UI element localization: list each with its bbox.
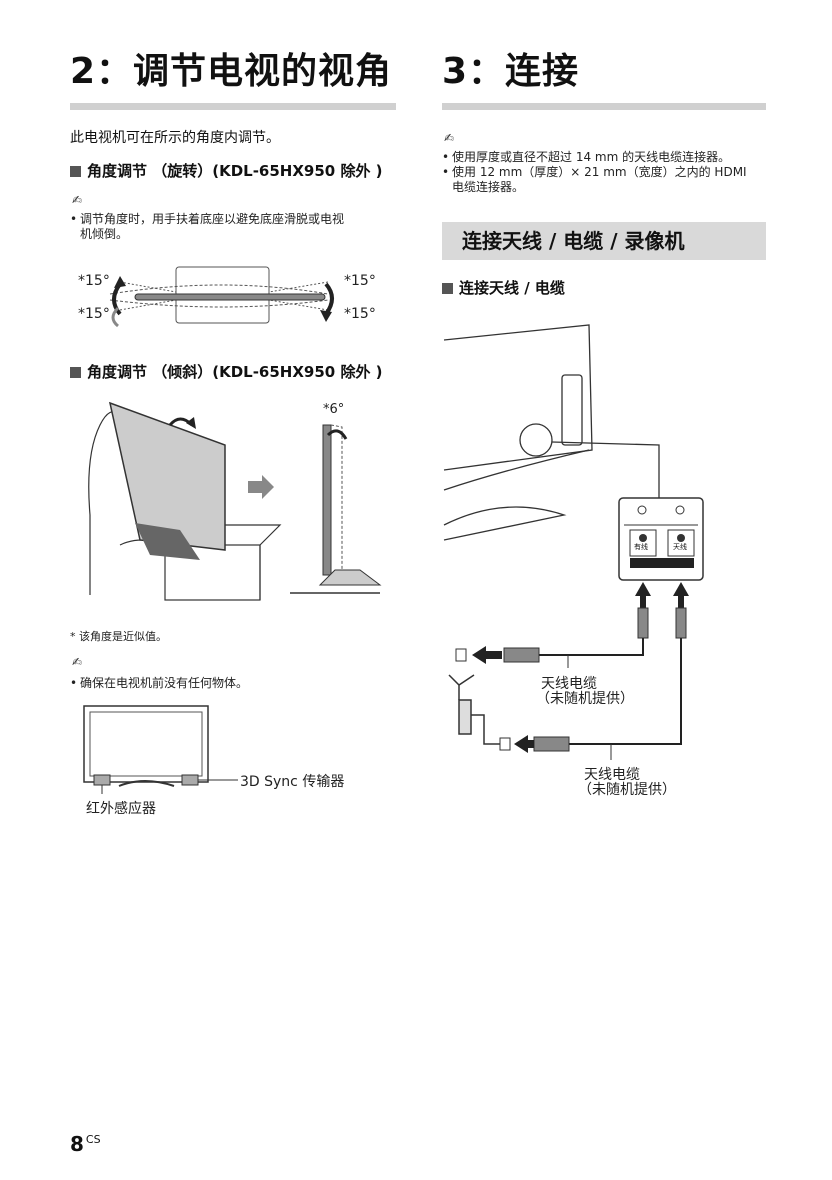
cable-label-2-line2: （未随机提供） (578, 782, 676, 798)
label-3d-sync: 3D Sync 传输器 (240, 774, 345, 790)
angle-15-bl: *15° (78, 306, 110, 322)
cable-outlet-icon (455, 648, 467, 662)
left-arrow-1-icon (472, 646, 502, 664)
section-rotate-heading: 角度调节 （旋转）(KDL-65HX950 除外 ) (70, 160, 383, 181)
band-connect-heading: 连接天线 / 电缆 / 录像机 (442, 222, 766, 260)
square-bullet-icon (70, 166, 81, 177)
note-pen-icon: ✍ (72, 193, 83, 207)
tilt-diagram (88, 401, 382, 601)
up-arrow-antenna-icon (673, 582, 689, 620)
tv-panel-tilt (108, 401, 226, 551)
port-antenna-label: 天线 (673, 543, 687, 551)
cable-label-2-line1: 天线电缆 (584, 767, 640, 783)
up-arrow-cable-icon (635, 582, 651, 620)
note-rotate-line1: 调节角度时，用手扶着底座以避免底座滑脱或电视 (80, 212, 345, 226)
label-ir-sensor: 红外感应器 (86, 801, 156, 817)
page-number-value: 8 (70, 1132, 84, 1156)
tv-front-diagram (83, 705, 238, 794)
footnote: * 该角度是近似值。 (70, 630, 167, 643)
tilt-side-arrow-icon (326, 429, 348, 440)
note-clear: •确保在电视机前没有任何物体。 (70, 676, 249, 690)
angle-15-br: *15° (344, 306, 376, 322)
cable-label-1-line1: 天线电缆 (541, 676, 597, 692)
square-bullet-icon (70, 367, 81, 378)
section-tilt-heading: 角度调节 （倾斜）(KDL-65HX950 除外 ) (70, 361, 383, 382)
note-line2a: 使用 12 mm（厚度）× 21 mm（宽度）之内的 HDMI (452, 165, 747, 179)
left-intro: 此电视机可在所示的角度内调节。 (70, 130, 280, 146)
ir-sensor-icon (93, 774, 111, 786)
section-rotate-label: 角度调节 （旋转）(KDL-65HX950 除外 ) (87, 162, 383, 180)
angle-15-tr: *15° (344, 273, 376, 289)
cable-label-1-line2: （未随机提供） (536, 691, 634, 707)
tv-side-view (322, 424, 332, 576)
note-rotate: •调节角度时，用手扶着底座以避免底座滑脱或电视 机倾倒。 (70, 212, 410, 242)
note-pen-icon-2: ✍ (72, 655, 83, 669)
person-outline (88, 411, 121, 595)
terminal-callout-circle (519, 423, 553, 457)
tv-front-frame (83, 705, 209, 783)
note-pen-icon-3: ✍ (444, 131, 455, 145)
rotation-diagram (109, 266, 334, 328)
rotate-arrow-right-icon (324, 282, 334, 316)
section-antenna-heading: 连接天线 / 电缆 (442, 277, 565, 298)
angle-6: *6° (323, 402, 345, 417)
cable-line-2 (564, 638, 682, 745)
angle-15-tl: *15° (78, 273, 110, 289)
note-line1: 使用厚度或直径不超过 14 mm 的天线电缆连接器。 (452, 150, 731, 164)
next-step-arrow-icon (248, 475, 274, 499)
right-title-rule (442, 103, 766, 110)
tv-back-outline (443, 324, 593, 471)
note-rotate-line2: 机倾倒。 (80, 227, 129, 241)
3d-sync-icon (181, 774, 199, 786)
port-cable-label: 有线 (634, 543, 648, 551)
antenna-icon (448, 674, 500, 745)
cable-line-1 (539, 638, 644, 656)
left-arrow-2-icon (514, 735, 534, 753)
tv-stand-top-view (134, 293, 326, 301)
section-antenna-label: 连接天线 / 电缆 (459, 279, 565, 297)
section-tilt-label: 角度调节 （倾斜）(KDL-65HX950 除外 ) (87, 363, 383, 381)
wall-outlet-icon (499, 737, 511, 751)
note-connectors: •使用厚度或直径不超过 14 mm 的天线电缆连接器。 •使用 12 mm（厚度… (442, 150, 772, 195)
left-title: 2：调节电视的视角 (70, 51, 393, 92)
left-title-rule (70, 103, 396, 110)
note-line2b: 电缆连接器。 (452, 180, 525, 194)
tv-stand-tilt (135, 523, 200, 560)
right-title: 3：连接 (442, 51, 580, 92)
note-clear-text: 确保在电视机前没有任何物体。 (80, 676, 249, 690)
page-lang: CS (85, 1133, 101, 1146)
antenna-connection-diagram (443, 324, 704, 760)
square-bullet-icon (442, 283, 453, 294)
